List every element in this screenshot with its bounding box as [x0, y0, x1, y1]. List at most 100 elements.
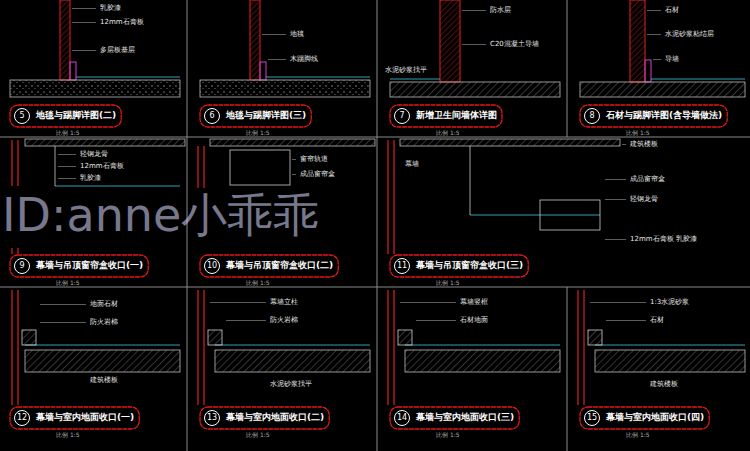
curtain-wall: [17, 140, 18, 186]
revision-cloud: [10, 407, 139, 429]
callout-number: 8: [589, 112, 594, 120]
scale-note: 比例 1:5: [436, 279, 460, 287]
callout-number: 12: [17, 414, 27, 422]
panel-divider: [187, 287, 188, 451]
leader-line: [647, 10, 661, 11]
detail-title: 地毯与踢脚详图(二): [36, 110, 116, 121]
material-note: C20混凝土导墙: [490, 40, 539, 49]
curtain-box: [208, 330, 222, 345]
curtain-wall: [583, 290, 584, 405]
leader-line: [72, 22, 96, 23]
floor-slab: [595, 350, 745, 372]
detail-title: 幕墙与吊顶窗帘盒收口(三): [416, 260, 523, 271]
panel-divider: [0, 287, 750, 288]
floor-slab: [215, 350, 370, 372]
watermark: ID:anne小乖乖: [2, 190, 319, 241]
leader-line: [58, 154, 76, 155]
material-note: 导墙: [665, 55, 679, 64]
material-note: 幕墙立柱: [270, 298, 298, 307]
callout-circle: 8: [584, 108, 600, 124]
callout-number: 7: [399, 112, 404, 120]
floor-slab: [210, 139, 375, 146]
material-note: 建筑楼板: [650, 380, 678, 389]
material-note: 建筑楼板: [630, 140, 658, 149]
revision-cloud: [390, 105, 502, 127]
panel-divider: [0, 137, 750, 138]
material-note: 1:3水泥砂浆: [650, 298, 689, 307]
curtain-wall: [393, 290, 394, 405]
curtain-wall: [17, 248, 18, 254]
curtain-wall: [197, 290, 198, 405]
curtain-wall: [12, 140, 584, 405]
revision-cloud: [10, 255, 148, 277]
finish-line: [595, 345, 745, 346]
callout-circle: 13: [204, 410, 220, 426]
floor-slab: [10, 80, 180, 97]
revision-cloud: [10, 105, 121, 127]
leader-line: [268, 59, 286, 60]
material-note: 12mm石膏板: [80, 162, 124, 171]
leader-line: [292, 174, 296, 175]
leader-line: [262, 34, 286, 35]
leader-line: [400, 302, 456, 303]
leader-line: [653, 59, 661, 60]
leader-line: [606, 320, 646, 321]
finish-line: [55, 186, 180, 187]
finish-line: [76, 77, 180, 78]
callout-circle: 11: [394, 258, 410, 274]
material-note: 建筑楼板: [90, 376, 118, 385]
material-note: 防水层: [490, 6, 511, 15]
floor-slab: [25, 139, 185, 146]
material-note: 轻钢龙骨: [80, 150, 108, 159]
material-note: 轻钢龙骨: [630, 195, 658, 204]
scale-note: 比例 1:5: [626, 129, 650, 137]
detail-title: 幕墙与室内地面收口(二): [226, 412, 324, 423]
leader-line: [605, 199, 626, 200]
material-note: 木踢脚线: [290, 55, 318, 64]
revision-cloud: [580, 105, 727, 127]
panel-divider: [377, 137, 378, 287]
curtain-box: [588, 330, 602, 345]
finish-line: [405, 345, 560, 346]
curtain-box: [22, 330, 36, 345]
curtain-wall: [11, 248, 12, 254]
material-note: 幕墙竖框: [460, 298, 488, 307]
panel-divider: [377, 287, 378, 451]
detail-title: 地毯与踢脚详图(三): [226, 110, 306, 121]
finish-line: [25, 345, 180, 346]
callout-circle: 14: [394, 410, 410, 426]
scale-note: 比例 1:5: [56, 431, 80, 439]
material-note: 窗帘轨道: [300, 155, 328, 164]
material-note: 成品窗帘盒: [300, 170, 335, 179]
leader-line: [416, 320, 456, 321]
material-note: 水泥砂浆粘结层: [665, 30, 714, 39]
curtain-wall: [11, 140, 12, 186]
revision-cloud: [390, 255, 528, 277]
material-note: 水泥砂浆找平: [385, 66, 427, 75]
callout-circle: 10: [204, 258, 220, 274]
scale-note: 比例 1:5: [56, 279, 80, 287]
wall-section: [250, 0, 260, 80]
panel-divider: [567, 287, 568, 451]
wall-section: [60, 0, 70, 80]
material-note: 多层板基层: [100, 46, 135, 55]
material-note: 石材: [650, 316, 664, 325]
finish-line: [215, 345, 370, 346]
floor-slab: [390, 82, 560, 97]
curtain-box: [55, 146, 56, 186]
panel-divider: [567, 0, 568, 137]
scale-note: 比例 1:5: [626, 431, 650, 439]
detail-title: 幕墙与室内地面收口(三): [416, 412, 514, 423]
revision-cloud: [200, 105, 311, 127]
floor-slab: [405, 350, 560, 372]
curtain-box: [22, 146, 602, 345]
revision-cloud: [200, 407, 329, 429]
finish-line: [470, 215, 600, 216]
revision-cloud: [390, 407, 519, 429]
curtain-box: [398, 330, 412, 345]
scale-note: 比例 1:5: [56, 129, 80, 137]
curtain-wall: [577, 290, 578, 405]
scale-note: 比例 1:5: [246, 129, 270, 137]
